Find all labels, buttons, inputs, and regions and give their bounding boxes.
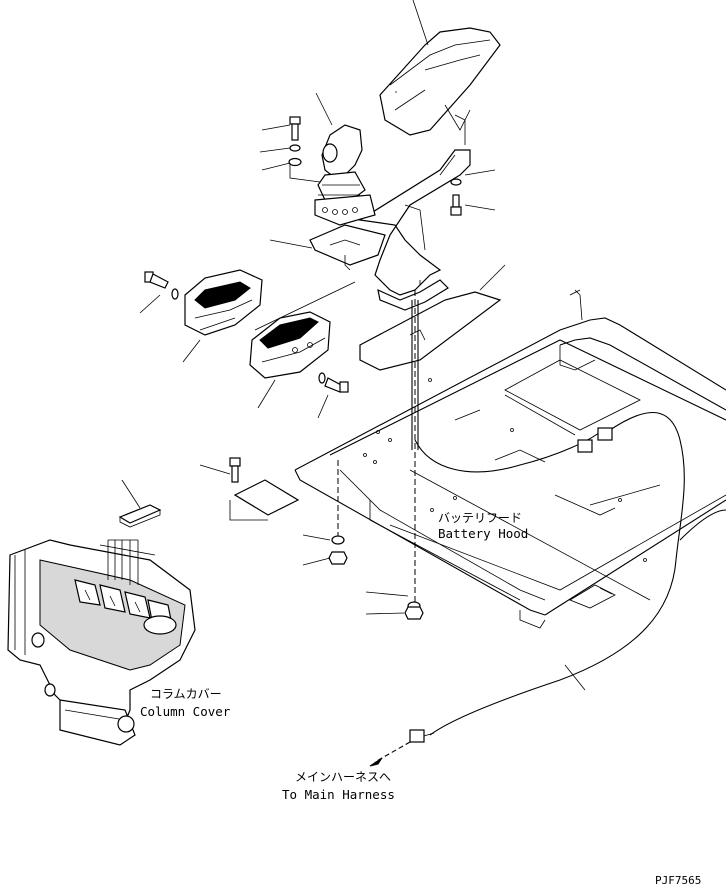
washer-1 xyxy=(289,144,301,152)
control-lever xyxy=(309,124,386,271)
main-harness-label-jp: メインハーネスへ xyxy=(295,770,391,784)
floor-plate xyxy=(359,291,502,371)
cover-cap xyxy=(107,504,162,585)
nut-2 xyxy=(404,606,424,620)
harness-direction-arrow xyxy=(369,741,411,767)
battery-hood-label-en: Battery Hood xyxy=(438,526,528,541)
clip-plate xyxy=(233,479,300,516)
bolt-5 xyxy=(229,457,241,467)
column-cover xyxy=(7,539,196,746)
washer-4 xyxy=(171,288,179,300)
side-cover-left xyxy=(184,269,263,336)
drawing-code: PJF7565 xyxy=(655,874,701,886)
support-bracket xyxy=(358,149,471,311)
main-harness-label-en: To Main Harness xyxy=(282,787,395,802)
battery-hood-label-jp: バッテリフード xyxy=(438,511,522,525)
washer-3 xyxy=(450,178,462,186)
wire-harness xyxy=(409,412,726,743)
leader-lines xyxy=(121,0,586,691)
bolt-1 xyxy=(289,116,301,125)
top-console-cover: ﾟ xyxy=(379,27,501,136)
assembly-axis-lines xyxy=(337,290,419,608)
column-cover-label-jp: コラムカバー xyxy=(150,687,222,701)
harness-connector-2 xyxy=(597,427,613,441)
bolt-2 xyxy=(452,194,460,208)
nut-1 xyxy=(328,551,348,565)
svg-text:ﾟ: ﾟ xyxy=(395,91,399,100)
battery-hood-panel xyxy=(294,289,726,629)
side-cover-right xyxy=(249,311,331,379)
washer-2 xyxy=(288,157,302,167)
harness-end-connector xyxy=(409,729,425,743)
fasteners xyxy=(144,116,462,620)
column-cover-label-en: Column Cover xyxy=(140,704,231,719)
washer-6 xyxy=(331,535,345,545)
harness-connector-1 xyxy=(577,439,593,453)
washer-5 xyxy=(318,372,326,384)
